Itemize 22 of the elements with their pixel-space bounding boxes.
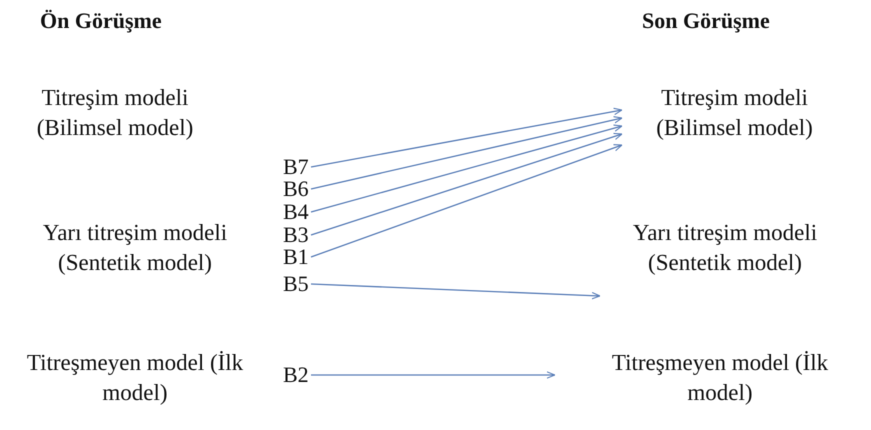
- arrow: [310, 108, 623, 168]
- respondent-label: B3: [283, 224, 309, 246]
- respondent-label: B2: [283, 364, 309, 386]
- column-heading: Son Görüşme: [642, 8, 770, 34]
- arrow: [310, 132, 623, 236]
- model-label: Yarı titreşim modeli (Sentetik model): [42, 219, 228, 277]
- model-label: Titreşmeyen model (İlk model): [610, 349, 830, 407]
- model-label: Yarı titreşim modeli (Sentetik model): [632, 219, 818, 277]
- respondent-label: B1: [283, 246, 309, 268]
- model-label: Titreşim modeli (Bilimsel model): [655, 84, 814, 142]
- column-heading: Ön Görüşme: [40, 8, 162, 34]
- respondent-label: B5: [283, 273, 309, 295]
- model-label: Titreşim modeli (Bilimsel model): [36, 84, 194, 142]
- respondent-label: B6: [283, 178, 309, 200]
- arrow: [310, 116, 623, 190]
- respondent-label: B7: [283, 156, 309, 178]
- arrow: [311, 371, 556, 379]
- arrow: [310, 283, 601, 300]
- model-label: Titreşmeyen model (İlk model): [26, 349, 244, 407]
- arrow: [310, 124, 623, 213]
- arrow: [310, 144, 623, 258]
- respondent-label: B4: [283, 201, 309, 223]
